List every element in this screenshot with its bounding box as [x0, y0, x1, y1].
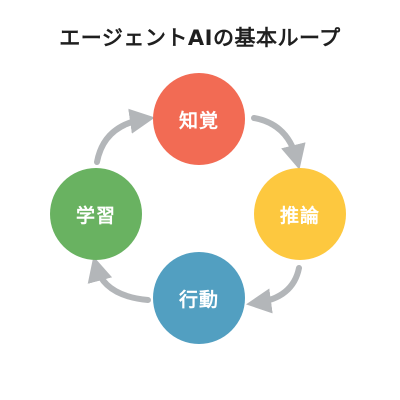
learning-label: 学習	[75, 204, 116, 227]
perception-label: 知覚	[178, 109, 219, 132]
reasoning-label: 推論	[279, 204, 320, 227]
diagram-title: エージェントAIの基本ループ	[59, 26, 341, 50]
perception-node: 知覚	[153, 73, 245, 165]
arrow-reasoning-to-action	[246, 265, 302, 314]
action-node: 行動	[153, 252, 245, 344]
action-label: 行動	[178, 288, 219, 311]
arrow-action-to-learning	[87, 256, 151, 303]
arrow-learning-to-perception	[94, 108, 155, 165]
learning-node: 学習	[50, 168, 142, 260]
reasoning-node: 推論	[254, 168, 346, 260]
arrow-perception-to-reasoning	[251, 115, 306, 170]
